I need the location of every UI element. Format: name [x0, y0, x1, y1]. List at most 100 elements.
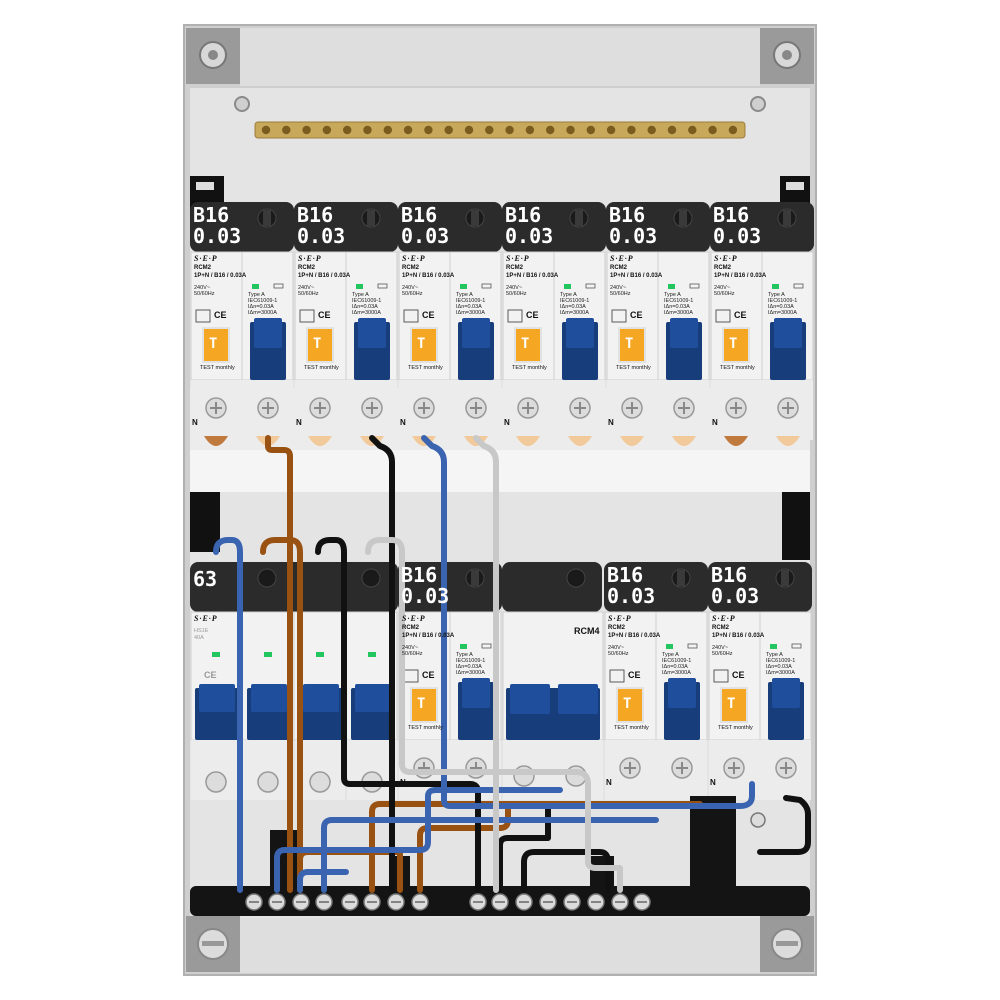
device-standard: IEC61009-1 — [560, 298, 590, 304]
status-led — [368, 652, 376, 657]
test-button — [616, 687, 644, 723]
voltage-rating: 240V~ — [298, 285, 315, 291]
rated-residual-current: IΔn=0.03A — [662, 664, 688, 670]
toggle-lever — [199, 684, 235, 712]
corner-mount-top-right — [760, 28, 814, 84]
cable-tail — [620, 436, 644, 446]
busbar-hole — [424, 125, 433, 135]
kema-mark-icon — [299, 309, 315, 323]
cable-tail — [204, 436, 228, 446]
busbar-hole — [485, 125, 494, 135]
corner-mount-bottom-left — [186, 916, 240, 972]
indicator-box — [793, 283, 804, 289]
terminal-screw-icon — [750, 812, 766, 828]
ce-mark: CE — [526, 310, 539, 320]
wire-black — [369, 435, 395, 893]
screw-slot-icon — [471, 210, 479, 226]
device-standard: IEC61009-1 — [456, 298, 486, 304]
device-type: Type A — [664, 292, 681, 298]
toggle-lever — [670, 318, 698, 348]
screw-slot-icon — [367, 210, 375, 226]
cable-tail — [568, 436, 592, 446]
terminal-screw-icon — [257, 771, 279, 793]
corner-mount-top-left — [186, 28, 240, 84]
model-spec: 1P+N / B16 / 0.03A — [712, 633, 765, 639]
model-name: RCM2 — [402, 625, 420, 631]
model-name: RCM2 — [610, 265, 628, 271]
breaking-capacity: IΔm=3000A — [248, 310, 277, 316]
status-led — [772, 284, 779, 289]
busbar-screw-left — [234, 96, 250, 112]
status-led — [264, 652, 272, 657]
ce-mark: CE — [630, 310, 643, 320]
ce-mark: CE — [214, 310, 227, 320]
device-type: Type A — [662, 652, 679, 658]
wire-black — [315, 537, 481, 893]
test-button — [618, 327, 646, 363]
breaker-sensitivity: 0.03 — [711, 584, 760, 608]
breaker-rating: B16 — [401, 563, 438, 587]
neutral-marker: N — [710, 778, 716, 787]
brand-logo: S·E·P — [506, 254, 530, 263]
main-switch-model: HS1E — [194, 628, 209, 634]
neutral-marker: N — [400, 418, 406, 427]
breaker-rating: B16 — [711, 563, 748, 587]
status-led — [212, 652, 220, 657]
indicator-box — [687, 643, 698, 649]
screw-icon — [361, 568, 381, 588]
upper-din-rail — [190, 450, 810, 492]
cable-tail — [308, 436, 332, 446]
indicator-box — [791, 643, 802, 649]
busbar-hole — [606, 125, 616, 135]
toggle-lever — [558, 684, 598, 714]
terminal-screw-icon — [205, 771, 227, 793]
wire-brown — [260, 537, 303, 893]
test-instruction: TEST monthly — [512, 365, 547, 371]
corner-mount-bottom-right — [760, 916, 814, 972]
device-type: Type A — [766, 652, 783, 658]
neutral-marker: N — [296, 418, 302, 427]
breaking-capacity: IΔm=3000A — [664, 310, 693, 316]
test-button — [514, 327, 542, 363]
kema-mark-icon — [611, 309, 627, 323]
device-standard: IEC61009-1 — [352, 298, 382, 304]
device-type: Type A — [456, 652, 473, 658]
busbar-hole — [343, 125, 352, 135]
rated-residual-current: IΔn=0.03A — [768, 304, 794, 310]
busbar-hole — [586, 125, 595, 135]
breaker-rating: B16 — [607, 563, 644, 587]
toggle-lever — [462, 318, 490, 348]
frequency-rating: 50/60Hz — [402, 651, 423, 657]
device-standard: IEC61009-1 — [662, 658, 692, 664]
wire-brown — [417, 805, 511, 893]
wire-black — [497, 803, 575, 893]
voltage-rating: 240V~ — [194, 285, 211, 291]
kema-mark-icon — [403, 309, 419, 323]
toggle-lever — [566, 318, 594, 348]
test-button — [410, 327, 438, 363]
screw-slot-icon — [471, 570, 479, 586]
busbar-hole — [261, 125, 271, 135]
rated-residual-current: IΔn=0.03A — [456, 304, 482, 310]
breaker-rating: B16 — [297, 203, 334, 227]
frequency-rating: 50/60Hz — [298, 291, 319, 297]
model-spec: 1P+N / B16 / 0.03A — [298, 273, 351, 279]
test-button — [720, 687, 748, 723]
wire-grey — [365, 537, 623, 893]
kema-mark-icon — [713, 669, 729, 683]
rated-residual-current: IΔn=0.03A — [664, 304, 690, 310]
brand-logo: S·E·P — [194, 614, 218, 623]
wire-blue — [274, 787, 563, 893]
device-type: Type A — [456, 292, 473, 298]
test-instruction: TEST monthly — [408, 725, 443, 731]
device-standard: IEC61009-1 — [456, 658, 486, 664]
breaker-rating: B16 — [609, 203, 646, 227]
bottom-cover — [240, 918, 760, 973]
kema-mark-icon — [715, 309, 731, 323]
test-button-label: T — [623, 696, 632, 712]
voltage-rating: 240V~ — [610, 285, 627, 291]
rated-residual-current: IΔn=0.03A — [766, 664, 792, 670]
ce-mark: CE — [204, 670, 217, 680]
model-name: RCM2 — [608, 625, 626, 631]
wire-grey — [473, 435, 499, 893]
